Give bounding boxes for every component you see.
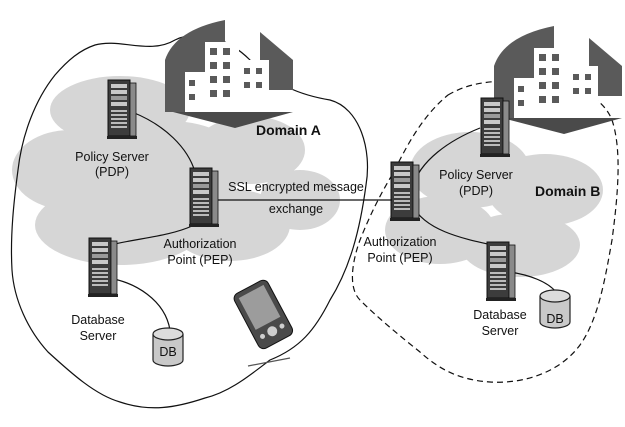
policy-server-b-label: Policy Server: [439, 168, 513, 182]
authorization-point-b-icon[interactable]: [389, 161, 421, 222]
domain-b: Domain B Policy Server (PDP) Authorizati…: [351, 26, 622, 383]
database-server-b-label: Database: [473, 308, 527, 322]
policy-server-a-sublabel: (PDP): [95, 165, 129, 179]
ssl-link-sublabel: exchange: [269, 202, 323, 216]
db-b-label: DB: [546, 312, 563, 326]
database-server-b-icon[interactable]: [485, 241, 517, 302]
authorization-point-a-label: Authorization: [164, 237, 237, 251]
authorization-point-b-label: Authorization: [364, 235, 437, 249]
domain-b-title: Domain B: [535, 183, 600, 199]
ssl-link: SSL encrypted message exchange: [218, 180, 392, 216]
domain-a-title: Domain A: [256, 122, 321, 138]
pda-icon: [233, 279, 294, 350]
database-server-a-icon[interactable]: [87, 237, 119, 298]
authorization-point-b-sublabel: Point (PEP): [367, 251, 432, 265]
authorization-point-a-icon[interactable]: [188, 167, 220, 228]
db-a-label: DB: [159, 345, 176, 359]
building-icon: [494, 26, 622, 134]
policy-server-a-icon[interactable]: [106, 79, 138, 140]
policy-server-b-sublabel: (PDP): [459, 184, 493, 198]
database-server-a-label: Database: [71, 313, 125, 327]
building-icon: [165, 20, 293, 128]
database-server-a-sublabel: Server: [80, 329, 117, 343]
database-server-b-sublabel: Server: [482, 324, 519, 338]
authorization-point-a-sublabel: Point (PEP): [167, 253, 232, 267]
ssl-link-label: SSL encrypted message: [228, 180, 364, 194]
policy-server-a-label: Policy Server: [75, 150, 149, 164]
policy-server-b-icon[interactable]: [479, 97, 511, 158]
